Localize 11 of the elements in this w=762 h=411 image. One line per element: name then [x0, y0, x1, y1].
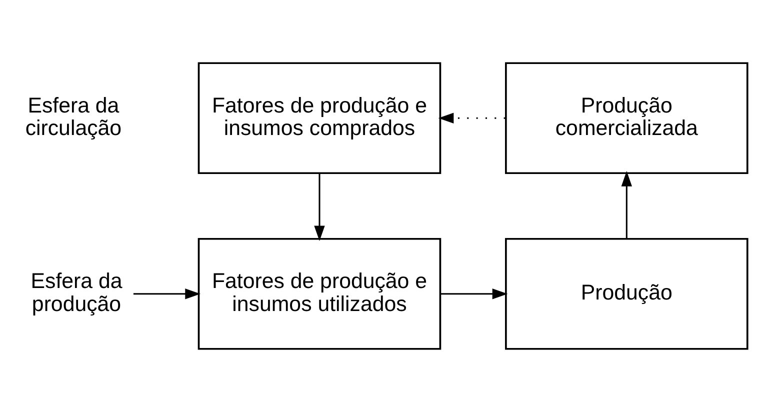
node-box: Fatores de produção e insumos utilizados [198, 237, 442, 350]
node-text: Esfera da produção [30, 268, 122, 316]
node-box: Produção [505, 237, 748, 350]
arrow [438, 112, 506, 123]
label: Esfera da circulação [25, 92, 122, 140]
node-box: Produção comercializada [505, 62, 748, 174]
arrow [440, 288, 508, 299]
node-box: Fatores de produção e insumos comprados [198, 62, 442, 174]
arrow [314, 172, 325, 240]
arrow [133, 288, 200, 299]
arrow [621, 170, 632, 238]
